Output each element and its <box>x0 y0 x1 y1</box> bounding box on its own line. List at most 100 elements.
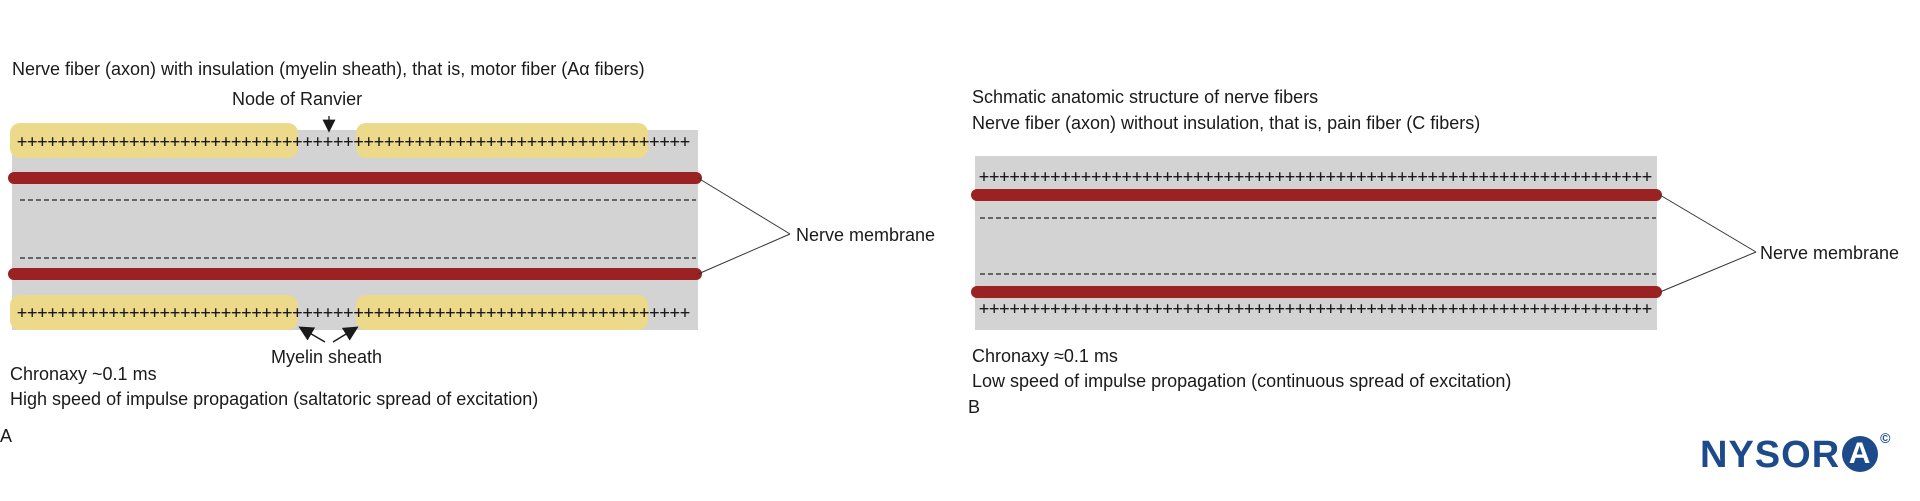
plus-charge: + <box>1336 167 1346 187</box>
plus-charge: + <box>78 303 88 323</box>
plus-charge: + <box>1183 167 1193 187</box>
plus-charge: + <box>149 303 159 323</box>
plus-charge: + <box>1254 167 1264 187</box>
plus-charge: + <box>1570 299 1580 319</box>
plus-charge: + <box>272 132 282 152</box>
plus-charge: + <box>1009 299 1019 319</box>
plus-charge: + <box>1540 299 1550 319</box>
plus-charge: + <box>374 132 384 152</box>
plus-charge: + <box>1356 167 1366 187</box>
plus-charge: + <box>1224 167 1234 187</box>
plus-charge: + <box>1621 167 1631 187</box>
plus-charge: + <box>578 132 588 152</box>
plus-charge: + <box>58 303 68 323</box>
plus-charge: + <box>1458 299 1468 319</box>
plus-charge: + <box>1632 299 1642 319</box>
plus-charge: + <box>1611 299 1621 319</box>
plus-charge: + <box>404 132 414 152</box>
chronaxy-a: Chronaxy ~0.1 ms <box>10 364 157 384</box>
plus-charge: + <box>1285 299 1295 319</box>
myelin-arrow-right <box>332 326 359 343</box>
plus-charge: + <box>211 132 221 152</box>
plus-charge: + <box>88 303 98 323</box>
plus-charge: + <box>343 303 353 323</box>
plus-charge: + <box>1071 299 1081 319</box>
plus-charge: + <box>659 303 669 323</box>
plus-charge: + <box>1397 167 1407 187</box>
plus-charge: + <box>58 132 68 152</box>
plus-charge: + <box>486 132 496 152</box>
plus-charge: + <box>1315 299 1325 319</box>
plus-charge: + <box>415 303 425 323</box>
plus-charge: + <box>1326 299 1336 319</box>
plus-charge: + <box>1030 299 1040 319</box>
plus-charge: + <box>455 303 465 323</box>
plus-charge: + <box>1468 167 1478 187</box>
plus-charge: + <box>272 303 282 323</box>
plus-charge: + <box>1162 299 1172 319</box>
plus-charge: + <box>1377 167 1387 187</box>
plus-charge: + <box>1550 167 1560 187</box>
plus-charge: + <box>455 132 465 152</box>
node-of-ranvier-label: Node of Ranvier <box>232 89 363 109</box>
plus-charge: + <box>1060 299 1070 319</box>
plus-charge: + <box>1142 299 1152 319</box>
plus-charge: + <box>323 303 333 323</box>
plus-charge: + <box>241 132 251 152</box>
plus-charge: + <box>323 132 333 152</box>
panel-a-letter: A <box>0 426 13 446</box>
plus-charge: + <box>1040 299 1050 319</box>
plus-charge: + <box>1193 299 1203 319</box>
plus-charge: + <box>1244 299 1254 319</box>
plus-charge: + <box>343 132 353 152</box>
plus-charge: + <box>180 303 190 323</box>
plus-charge: + <box>649 303 659 323</box>
plus-charge: + <box>88 132 98 152</box>
plus-charge: + <box>1438 299 1448 319</box>
plus-charge: + <box>1122 299 1132 319</box>
plus-charge: + <box>1519 299 1529 319</box>
plus-charge: + <box>353 132 363 152</box>
plus-charge: + <box>251 303 261 323</box>
plus-charge: + <box>1111 167 1121 187</box>
plus-charge: + <box>1305 299 1315 319</box>
plus-charge: + <box>999 299 1009 319</box>
plus-charge: + <box>1264 167 1274 187</box>
plus-charge: + <box>476 303 486 323</box>
plus-charge: + <box>1101 167 1111 187</box>
plus-charge: + <box>313 303 323 323</box>
plus-charge: + <box>649 132 659 152</box>
plus-charge: + <box>445 132 455 152</box>
plus-charge: + <box>1581 299 1591 319</box>
plus-charge: + <box>1479 299 1489 319</box>
plus-charge: + <box>1091 167 1101 187</box>
plus-charge: + <box>1203 299 1213 319</box>
plus-charge: + <box>1326 167 1336 187</box>
plus-charge: + <box>37 132 47 152</box>
plus-charge: + <box>608 303 618 323</box>
plus-charge: + <box>364 303 374 323</box>
plus-charge: + <box>680 303 690 323</box>
plus-charge: + <box>629 132 639 152</box>
plus-charge: + <box>1152 299 1162 319</box>
plus-charge: + <box>619 303 629 323</box>
plus-charge: + <box>1081 167 1091 187</box>
plus-charge: + <box>435 303 445 323</box>
plus-charge: + <box>1601 167 1611 187</box>
plus-charge: + <box>639 132 649 152</box>
logo-circle-letter: A <box>1842 436 1879 472</box>
plus-charge: + <box>670 303 680 323</box>
plus-charge: + <box>1050 299 1060 319</box>
plus-charge: + <box>1489 167 1499 187</box>
plus-charge: + <box>527 303 537 323</box>
plus-charge: + <box>415 132 425 152</box>
plus-charge: + <box>1091 299 1101 319</box>
plus-charge: + <box>1336 299 1346 319</box>
plus-charge: + <box>1560 299 1570 319</box>
plus-charge: + <box>139 132 149 152</box>
plus-charge: + <box>211 303 221 323</box>
plus-charge: + <box>251 132 261 152</box>
logo-text: NYSOR <box>1700 434 1841 476</box>
plus-charge: + <box>302 303 312 323</box>
